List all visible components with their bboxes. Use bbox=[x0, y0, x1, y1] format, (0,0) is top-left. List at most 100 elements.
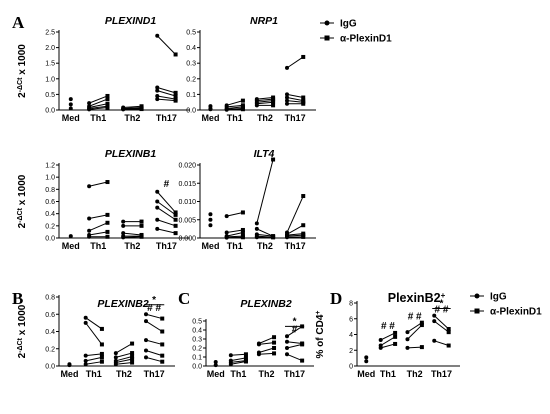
plexind1-point bbox=[99, 326, 104, 331]
x-tick-label: Th2 bbox=[258, 369, 274, 379]
gene-title: ILT4 bbox=[254, 148, 275, 160]
plexind1-point bbox=[243, 355, 248, 360]
igg-point bbox=[256, 342, 261, 347]
igg-point bbox=[285, 352, 289, 357]
pair-line bbox=[286, 56, 304, 69]
pair-line bbox=[230, 361, 247, 365]
gene-title: PLEXINB1 bbox=[105, 148, 157, 160]
y-axis-label: 2-ΔCt x 1000 bbox=[17, 44, 29, 98]
significance-mark: # # bbox=[435, 304, 449, 315]
legend-label: α-PlexinD1 bbox=[340, 34, 392, 45]
igg-point bbox=[87, 101, 92, 106]
y-tick-label: 0.0 bbox=[186, 108, 196, 115]
pair-line bbox=[123, 232, 142, 236]
med-point bbox=[208, 107, 213, 112]
gene-title: PLEXINB2 bbox=[97, 298, 149, 310]
igg-point bbox=[285, 339, 289, 344]
plexind1-point bbox=[160, 342, 165, 347]
pair-line bbox=[85, 322, 103, 345]
igg-point bbox=[432, 319, 437, 324]
igg-point bbox=[254, 226, 259, 231]
igg-point bbox=[121, 219, 126, 224]
pair-line bbox=[286, 353, 303, 362]
pair-line bbox=[157, 87, 176, 94]
pair-line bbox=[286, 234, 304, 237]
plexind1-point bbox=[105, 220, 110, 225]
pair-line bbox=[286, 341, 303, 344]
plexind1-point bbox=[173, 93, 178, 98]
y-tick-label: 0.0 bbox=[45, 108, 55, 115]
pair-line bbox=[286, 224, 304, 235]
plexind1-point bbox=[173, 212, 178, 217]
y-tick-label: 1.2 bbox=[45, 163, 55, 170]
pair-line bbox=[157, 98, 176, 102]
pair-line bbox=[226, 229, 243, 234]
pair-line bbox=[156, 35, 176, 55]
igg-point bbox=[254, 103, 259, 108]
plexind1-point bbox=[160, 353, 165, 358]
y-tick-label: 0.3 bbox=[192, 337, 202, 344]
x-tick-label: Th17 bbox=[144, 369, 165, 379]
plexind1-point bbox=[301, 95, 306, 100]
pair-line bbox=[256, 159, 274, 224]
plexind1-point bbox=[243, 352, 248, 357]
plexind1-point bbox=[272, 335, 277, 340]
igg-point bbox=[83, 315, 88, 320]
y-tick-label: 0.010 bbox=[178, 199, 196, 206]
y-tick-label: 0.1 bbox=[192, 355, 202, 362]
pair-line bbox=[85, 353, 102, 357]
y-tick-label: 8 bbox=[349, 301, 353, 308]
y-tick-label: 0.8 bbox=[45, 187, 55, 194]
igg-point bbox=[285, 235, 289, 240]
pair-line bbox=[115, 343, 133, 354]
plexind1-point bbox=[240, 107, 245, 112]
pair-line bbox=[226, 104, 243, 108]
pair-line bbox=[115, 358, 133, 364]
plexind1-point bbox=[173, 52, 178, 57]
panel-letter-c: C bbox=[178, 289, 190, 308]
pair-line bbox=[226, 107, 243, 110]
plexind1-point bbox=[446, 343, 451, 348]
plexind1-point bbox=[271, 103, 276, 108]
x-tick-label: Th1 bbox=[230, 369, 246, 379]
pair-line bbox=[256, 100, 274, 103]
x-tick-label: Th2 bbox=[124, 113, 140, 123]
plexind1-point bbox=[419, 323, 424, 328]
gene-title: PLEXINB2 bbox=[240, 298, 292, 310]
plexind1-point bbox=[160, 316, 165, 321]
plexind1-point bbox=[130, 357, 135, 362]
igg-point bbox=[83, 320, 88, 325]
plexind1-point bbox=[173, 223, 178, 228]
igg-point bbox=[113, 351, 118, 356]
pair-line bbox=[89, 107, 108, 110]
significance-mark: # # bbox=[147, 303, 161, 314]
plexind1-point bbox=[272, 351, 277, 356]
pair-line bbox=[89, 214, 108, 220]
igg-point bbox=[144, 312, 148, 317]
y-tick-label: 0.0 bbox=[45, 364, 55, 371]
y-tick-label: 0.4 bbox=[45, 329, 55, 336]
y-tick-label: 0.1 bbox=[186, 92, 196, 99]
igg-point bbox=[83, 358, 88, 363]
pair-line bbox=[226, 211, 244, 217]
x-tick-label: Med bbox=[60, 369, 78, 379]
igg-point bbox=[144, 319, 148, 324]
pair-line bbox=[123, 236, 142, 238]
pair-line bbox=[157, 90, 176, 97]
pair-line bbox=[286, 93, 304, 99]
plexind1-point bbox=[271, 157, 276, 162]
igg-point bbox=[121, 235, 126, 240]
y-tick-label: 0.6 bbox=[45, 199, 55, 206]
pair-line bbox=[145, 320, 163, 332]
plexind1-point bbox=[173, 90, 178, 95]
plexind1-point bbox=[160, 329, 165, 334]
significance-mark: # # bbox=[381, 321, 395, 332]
igg-point bbox=[432, 313, 437, 318]
x-tick-label: Th1 bbox=[86, 369, 102, 379]
plexind1-point bbox=[240, 98, 245, 103]
igg-point bbox=[256, 352, 261, 357]
pair-line bbox=[123, 105, 142, 109]
pair-line bbox=[157, 95, 176, 100]
